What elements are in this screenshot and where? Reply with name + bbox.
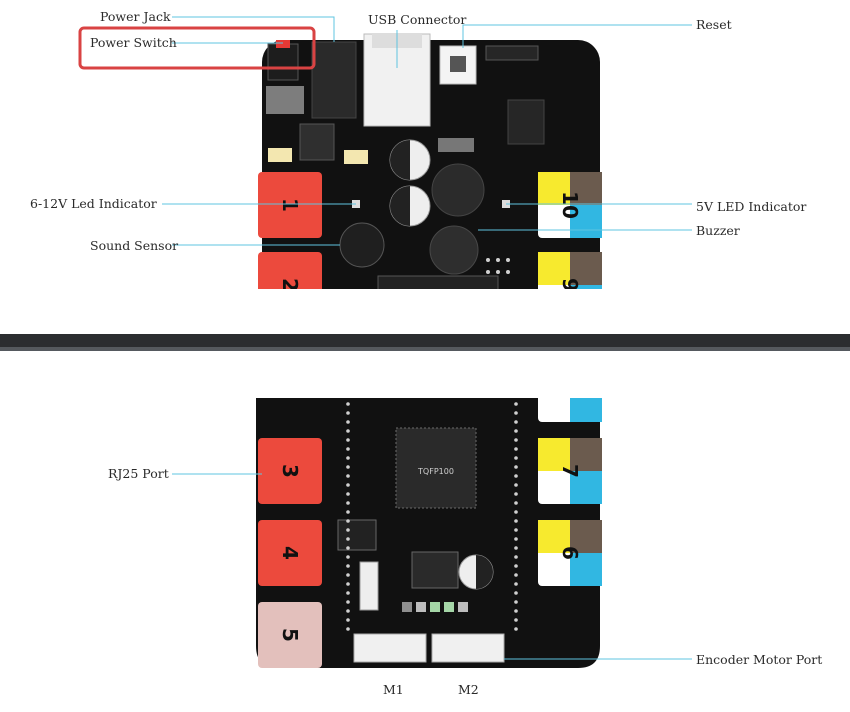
usb-connector-component — [363, 33, 431, 127]
sound-sensor-component — [339, 222, 385, 268]
port-6-brown — [570, 520, 602, 553]
label-rj25-port: RJ25 Port — [108, 466, 169, 481]
buzzer-body — [431, 163, 485, 217]
rj25-port-3 — [258, 438, 322, 504]
led-row-bottom — [402, 602, 468, 612]
label-m2: M2 — [458, 682, 479, 697]
board-top: 1 2 10 9 — [0, 33, 850, 340]
label-usb-connector: USB Connector — [368, 12, 467, 27]
label-encoder-motor-port: Encoder Motor Port — [696, 652, 823, 667]
port-10-brown — [570, 172, 602, 205]
port-7-brown — [570, 438, 602, 471]
port-9-brown — [570, 252, 602, 285]
ic-chip-top — [507, 99, 545, 145]
capacitor-1-stripe — [390, 140, 410, 180]
pin-header-bottom — [337, 519, 377, 551]
buzzer-component — [429, 225, 479, 275]
encoder-connector-m2 — [431, 633, 505, 663]
capacitor-2-stripe — [390, 186, 410, 226]
rj25-port-number-5: 5 — [278, 628, 302, 642]
power-switch-component — [267, 43, 299, 81]
separator-bar — [0, 334, 850, 351]
label-reset: Reset — [696, 17, 732, 32]
power-switch-highlight — [78, 26, 316, 70]
rj25-port-number-1: 1 — [278, 198, 302, 212]
port-10-yellow — [538, 172, 570, 205]
main-chip — [395, 427, 477, 509]
port-6-cyan — [570, 553, 602, 586]
rj25-port-number-4: 4 — [278, 546, 302, 560]
pin-columns-bottom — [346, 402, 518, 631]
leader-lines — [162, 16, 692, 660]
pin-row-top — [486, 258, 510, 274]
power-jack-component — [311, 41, 357, 119]
regulator-chip — [266, 86, 304, 114]
diode-block — [299, 123, 335, 161]
port-10-cyan — [570, 205, 602, 238]
crop-band-bottom — [0, 351, 850, 398]
board-bottom-pcb — [256, 398, 600, 668]
label-led-6-12v: 6-12V Led Indicator — [30, 196, 157, 211]
header-pins — [485, 45, 539, 61]
rj25-port-4 — [258, 520, 322, 586]
label-led-5v: 5V LED Indicator — [696, 199, 807, 214]
leader-reset — [462, 24, 692, 48]
ports-left-bottom: 3 4 5 — [258, 438, 322, 668]
port-number-7: 7 — [558, 464, 582, 478]
leader-power-jack — [172, 16, 335, 42]
reset-button-cap — [450, 56, 466, 72]
pin-block — [438, 138, 474, 152]
port-9-yellow — [538, 252, 570, 285]
rj25-port-number-2: 2 — [278, 278, 302, 292]
port-number-6: 6 — [558, 546, 582, 560]
rj25-port-number-3: 3 — [278, 464, 302, 478]
capacitor-bottom-stripe — [476, 555, 493, 589]
encoder-connector-m1 — [353, 633, 427, 663]
port-6-yellow — [538, 520, 570, 553]
crop-band — [0, 289, 850, 334]
port-7-yellow — [538, 438, 570, 471]
separator-bar-edge — [0, 347, 850, 351]
label-buzzer: Buzzer — [696, 223, 740, 238]
white-connector — [359, 561, 379, 611]
smd-led-left — [268, 148, 292, 162]
rj25-port-1 — [258, 172, 322, 238]
label-sound-sensor: Sound Sensor — [90, 238, 179, 253]
power-switch-toggle — [276, 40, 290, 48]
header-strip-top — [377, 275, 499, 291]
smd-led-mid — [344, 150, 368, 164]
port-number-9: 9 — [558, 278, 582, 292]
label-power-switch: Power Switch — [90, 35, 177, 50]
label-m1: M1 — [383, 682, 404, 697]
port-number-10: 10 — [558, 191, 582, 219]
motor-driver-chip — [411, 551, 459, 589]
label-power-jack: Power Jack — [100, 9, 171, 24]
main-chip-label: TQFP100 — [417, 467, 454, 476]
rj25-port-5 — [258, 602, 322, 668]
board-bottom: TQFP100 345 876 — [0, 351, 850, 668]
port-7-cyan — [570, 471, 602, 504]
